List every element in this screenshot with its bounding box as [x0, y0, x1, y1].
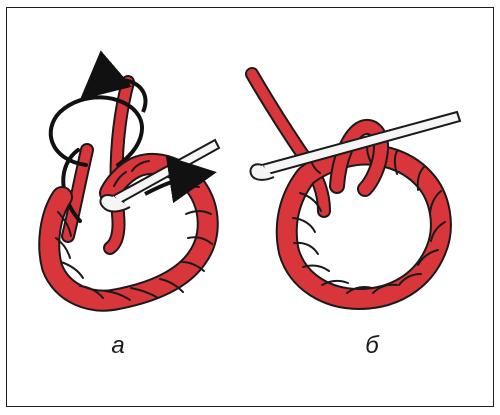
left-figure: [49, 80, 219, 301]
right-figure: [250, 74, 460, 299]
left-black-loop: [51, 97, 142, 165]
caption-a: а: [98, 334, 138, 358]
caption-b: б: [352, 334, 392, 358]
right-chain-ring-fill: [287, 155, 441, 299]
